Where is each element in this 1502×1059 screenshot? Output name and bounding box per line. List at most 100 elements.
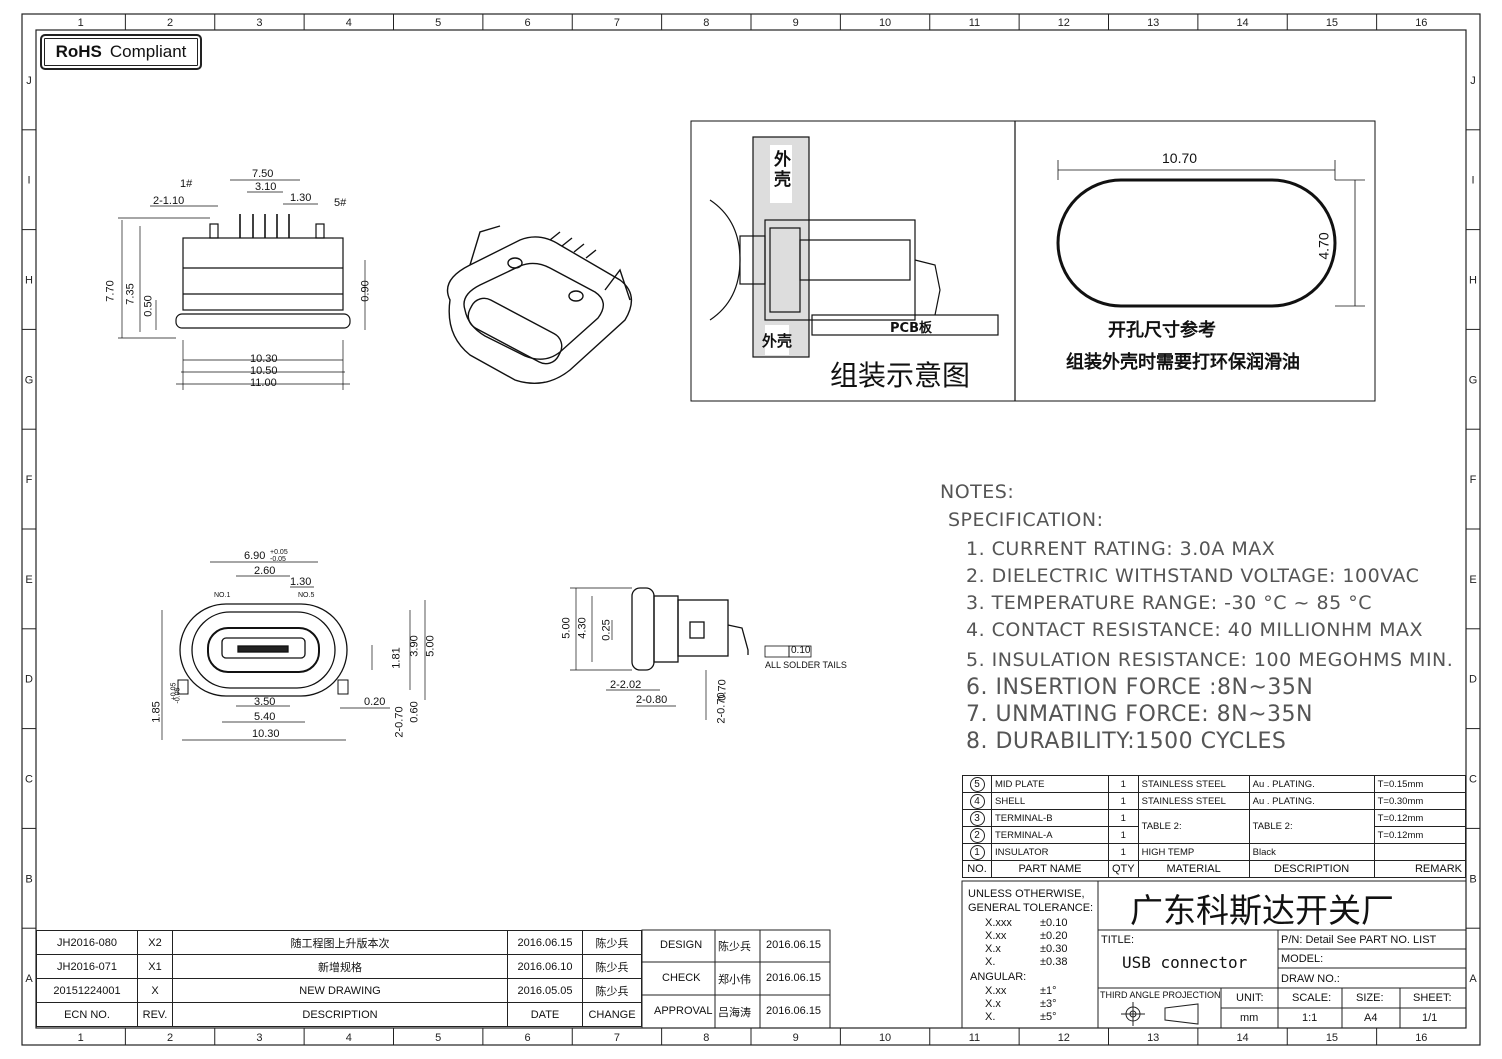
approval-date: 2016.06.15 [766, 1005, 822, 1017]
drawno: DRAW NO.: [1281, 973, 1340, 985]
dim: 7.50 [252, 168, 274, 180]
tol-key: X.xx [985, 930, 1007, 942]
border-col-label: 14 [1236, 1032, 1248, 1044]
dim: 2-2.02 [610, 679, 642, 691]
border-row-label: B [25, 873, 32, 885]
note-item: 8. DURABILITY:1500 CYCLES [966, 729, 1287, 754]
border-col-label: 15 [1326, 17, 1338, 29]
rev-date: 2016.05.05 [507, 978, 583, 1003]
border-col-label: 16 [1415, 1032, 1427, 1044]
dim: 0.10 [791, 645, 811, 656]
title-block-frame [961, 880, 1467, 1029]
notes-spec: SPECIFICATION: [948, 509, 1104, 531]
revision-row: 20151224001 X NEW DRAWING 2016.05.05 陈少兵 [36, 978, 642, 1003]
tol-key: X.x [985, 998, 1001, 1010]
dim: 4.30 [576, 617, 589, 639]
bom-no: 2 [969, 827, 985, 843]
dim: 6.90 [244, 550, 266, 562]
scale: 1:1 [1302, 1012, 1318, 1024]
approval-date: 2016.06.15 [766, 972, 822, 984]
bom-material: STAINLESS STEEL [1137, 792, 1250, 810]
border-col-label: 6 [525, 1032, 531, 1044]
dim: 10.30 [250, 353, 278, 365]
border-col-label: 1 [78, 17, 84, 29]
size: A4 [1364, 1012, 1378, 1024]
note-item: 7. UNMATING FORCE: 8N~35N [966, 702, 1313, 727]
bom-remark: T=0.15mm [1373, 775, 1467, 793]
rohs-text: Compliant [109, 42, 187, 61]
border-col-label: 13 [1147, 1032, 1159, 1044]
border-row-label: C [1469, 774, 1477, 786]
rev-change: 陈少兵 [582, 954, 642, 979]
solder-note: ALL SOLDER TAILS [765, 660, 847, 670]
dim: 2-0.80 [636, 694, 668, 706]
tol-val: ±0.38 [1040, 956, 1068, 968]
tol-val: ±1° [1040, 985, 1057, 997]
note-item: 5. INSULATION RESISTANCE: 100 MEGOHMS MI… [966, 649, 1454, 671]
bom-row: 3 TERMINAL-B 1 TABLE 2: TABLE 2: T=0.12m… [962, 809, 1467, 844]
dim: 0.20 [364, 696, 386, 708]
approval-role: APPROVAL [654, 1005, 713, 1017]
bom-qty: 1 [1108, 843, 1139, 861]
border-col-label: 16 [1415, 17, 1427, 29]
border-col-label: 8 [703, 17, 709, 29]
border-col-label: 11 [969, 17, 980, 29]
rev-rev: X [137, 978, 173, 1003]
notes-title: NOTES: [940, 481, 1015, 503]
front-view [161, 561, 426, 741]
dim: 3.90 [408, 635, 421, 657]
bom-qty: 1 [1108, 775, 1139, 793]
model: MODEL: [1281, 953, 1324, 965]
note-item: 3. TEMPERATURE RANGE: -30 °C ~ 85 °C [966, 592, 1372, 614]
bom-part: INSULATOR [991, 843, 1109, 861]
tol-angular: ANGULAR: [970, 971, 1027, 983]
note-item: 4. CONTACT RESISTANCE: 40 MILLIONHM MAX [966, 619, 1424, 641]
scale-label: SCALE: [1292, 992, 1332, 1004]
bom-material: HIGH TEMP [1137, 843, 1250, 861]
bom-no: 3 [969, 810, 985, 826]
border-row-label: I [1471, 175, 1474, 187]
revision-row: JH2016-080 X2 随工程图上升版本次 2016.06.15 陈少兵 [36, 930, 642, 955]
border-col-label: 12 [1058, 17, 1070, 29]
border-col-label: 10 [879, 17, 891, 29]
bom-h-part: PART NAME [991, 860, 1109, 878]
bom-part: MID PLATE [991, 775, 1109, 793]
bom-row: 4 SHELL 1 STAINLESS STEEL Au . PLATING. … [962, 792, 1467, 810]
dim-tol: +0.05 [270, 549, 288, 556]
pcb-label: PCB板 [890, 321, 932, 336]
bom-part: TERMINAL-A [991, 826, 1109, 844]
bom-qty: 1 [1108, 826, 1139, 844]
bom-material: TABLE 2: [1137, 809, 1250, 844]
dim: 1.81 [390, 647, 403, 669]
pin1-label: 1# [180, 178, 193, 190]
rev-h-rev: REV. [137, 1002, 173, 1027]
cutout-caption-1: 开孔尺寸参考 [1108, 320, 1216, 341]
rev-h-change: CHANGE [582, 1002, 642, 1027]
rev-desc: 新增规格 [172, 954, 508, 979]
border-col-label: 9 [793, 1032, 799, 1044]
dim: 2-1.10 [153, 195, 185, 207]
dim: 1.30 [290, 576, 312, 588]
bom-remark: T=0.30mm [1373, 792, 1467, 810]
bom-h-desc: DESCRIPTION [1248, 860, 1375, 878]
border-row-label: F [1470, 474, 1477, 486]
border-row-label: J [1470, 75, 1476, 87]
cutout-caption-2: 组装外壳时需要打环保润滑油 [1066, 352, 1300, 373]
note-item: 2. DIELECTRIC WITHSTAND VOLTAGE: 100VAC [966, 565, 1420, 587]
border-row-label: A [1469, 973, 1477, 985]
border-row-label: E [25, 574, 32, 586]
dim: NO.5 [298, 592, 315, 599]
bom-header: NO. PART NAME QTY MATERIAL DESCRIPTION R… [962, 860, 1467, 878]
cutout-height: 4.70 [1315, 232, 1332, 260]
bom-no: 4 [969, 793, 985, 809]
dim: 1.85 [150, 701, 163, 723]
dim: 3.50 [254, 696, 276, 708]
bom-qty: 1 [1108, 809, 1139, 827]
pn: P/N: Detail See PART NO. LIST [1281, 934, 1437, 946]
bom-part: TERMINAL-B [991, 809, 1109, 827]
border-col-label: 4 [346, 17, 352, 29]
bom-desc: Au . PLATING. [1248, 792, 1375, 810]
rev-ecn: JH2016-071 [36, 954, 138, 979]
rev-change: 陈少兵 [582, 978, 642, 1003]
